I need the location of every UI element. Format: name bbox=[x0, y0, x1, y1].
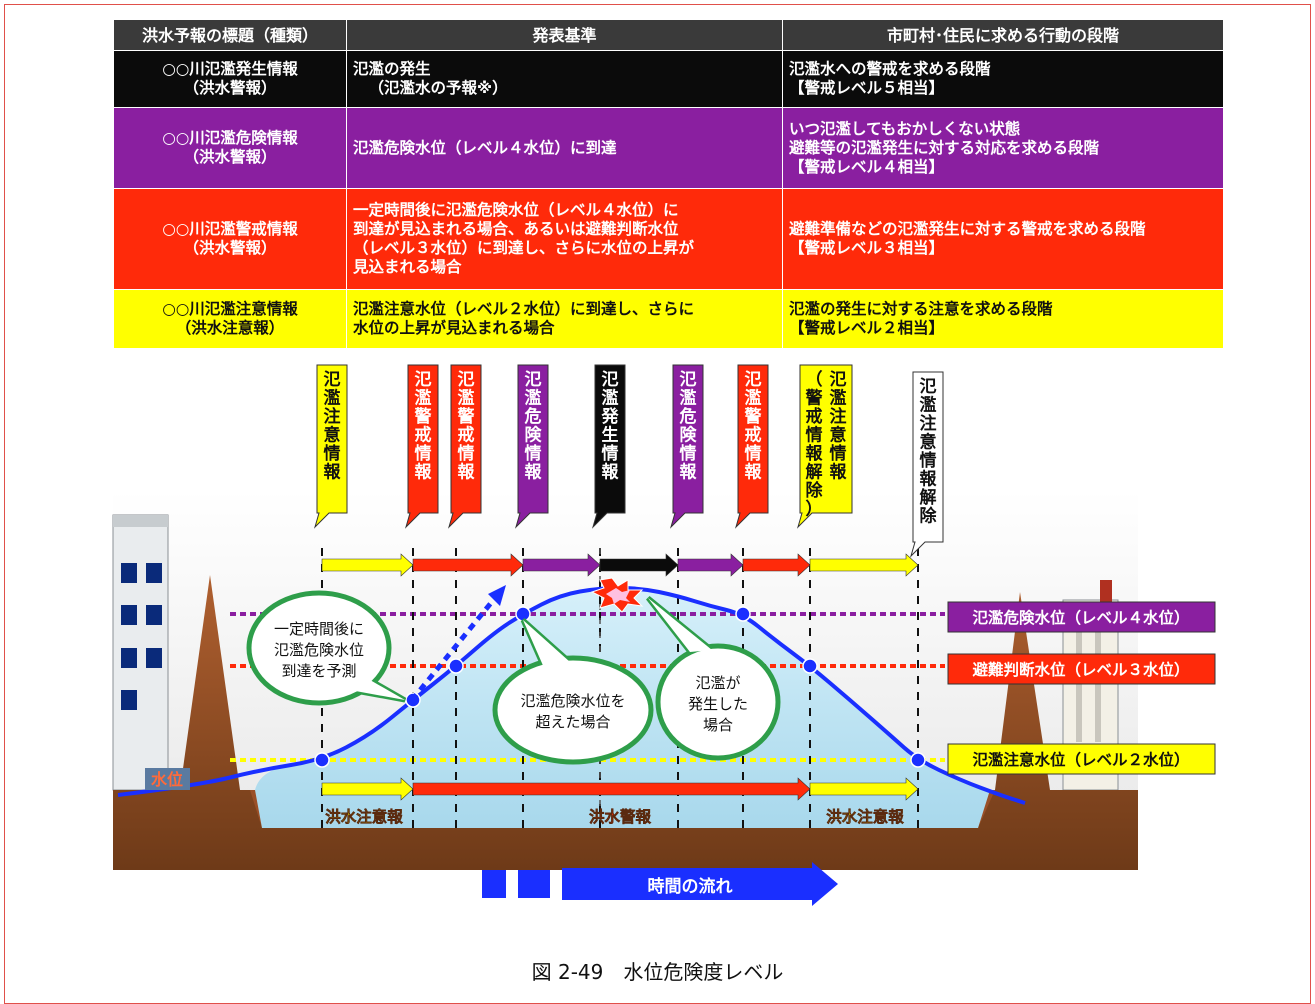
callout-bubble: 一定時間後に氾濫危険水位到達を予測 bbox=[246, 590, 407, 706]
info-banner: 氾濫警戒情報 bbox=[734, 364, 769, 529]
level-label: 氾濫注意水位（レベル２水位） bbox=[947, 743, 1216, 775]
callout-text: 一定時間後に氾濫危険水位到達を予測 bbox=[274, 620, 364, 680]
forecast-arrow bbox=[410, 596, 497, 702]
water-label: 水位 bbox=[151, 770, 183, 789]
banner-text: 氾濫警戒情報 bbox=[744, 370, 763, 483]
row-title: ○○川氾濫発生情報（洪水警報） bbox=[113, 50, 347, 108]
banner-text: 氾濫警戒情報 bbox=[414, 370, 433, 483]
banner-text: 氾濫注意情報解除 bbox=[920, 377, 938, 527]
level-label: 避難判断水位（レベル３水位） bbox=[947, 653, 1216, 685]
phase-arrow bbox=[412, 777, 811, 801]
bottom-forecast-label: 洪水警報 bbox=[589, 807, 652, 826]
banner-text: 氾濫警戒情報 bbox=[457, 370, 476, 483]
header-criteria: 発表基準 bbox=[346, 19, 783, 51]
callout-bubble: 氾濫危険水位を超えた場合 bbox=[492, 618, 654, 765]
banner-text: 氾濫注意情報 bbox=[830, 370, 848, 483]
row-action: 氾濫の発生に対する注意を求める段階【警戒レベル２相当】 bbox=[782, 289, 1224, 349]
banner-text: 氾濫危険情報 bbox=[524, 370, 543, 483]
bottom-forecast-label: 洪水注意報 bbox=[826, 807, 904, 826]
row-criteria: 氾濫の発生（氾濫水の予報※） bbox=[346, 50, 783, 108]
level-point bbox=[448, 658, 464, 674]
banner-text: 氾濫危険情報 bbox=[679, 370, 698, 483]
callout-text: 氾濫が発生した場合 bbox=[688, 674, 748, 734]
level-label-text: 氾濫危険水位（レベル４水位） bbox=[972, 608, 1189, 627]
level-label-text: 氾濫注意水位（レベル２水位） bbox=[972, 750, 1189, 769]
info-banner: 氾濫警戒情報 bbox=[447, 364, 482, 529]
row-criteria: 氾濫注意水位（レベル２水位）に到達し、さらに水位の上昇が見込まれる場合 bbox=[346, 289, 783, 349]
banner-text: 氾濫注意情報 bbox=[324, 370, 342, 483]
banner-text: 氾濫発生情報 bbox=[601, 370, 620, 483]
header-action: 市町村･住民に求める行動の段階 bbox=[782, 19, 1224, 51]
level-point bbox=[910, 752, 926, 768]
row-action: 氾濫水への警戒を求める段階【警戒レベル５相当】 bbox=[782, 50, 1224, 108]
time-flow-label: 時間の流れ bbox=[648, 876, 733, 897]
level-label-text: 避難判断水位（レベル３水位） bbox=[972, 660, 1189, 679]
table-row: ○○川氾濫警戒情報（洪水警報） 一定時間後に氾濫危険水位（レベル４水位）に到達が… bbox=[113, 188, 1224, 290]
info-banner: 氾濫注意情報解除 bbox=[909, 371, 944, 558]
callout-bubble: 氾濫が発生した場合 bbox=[646, 596, 781, 761]
phase-arrow bbox=[742, 553, 811, 577]
criteria-table: 洪水予報の標題（種類） 発表基準 市町村･住民に求める行動の段階 ○○川氾濫発生… bbox=[113, 19, 1224, 349]
table-row: ○○川氾濫注意情報（洪水注意報） 氾濫注意水位（レベル２水位）に到達し、さらに水… bbox=[113, 289, 1224, 349]
figure-caption: 図 2-49 水位危険度レベル bbox=[531, 960, 784, 984]
bottom-forecast-label: 洪水注意報 bbox=[325, 807, 403, 826]
phase-arrow bbox=[321, 777, 414, 801]
water-level-curve bbox=[117, 585, 1026, 805]
phase-arrow bbox=[522, 553, 601, 577]
row-action: 避難準備などの氾濫発生に対する警戒を求める段階【警戒レベル３相当】 bbox=[782, 188, 1224, 290]
phase-arrow bbox=[412, 553, 524, 577]
table-row: ○○川氾濫発生情報（洪水警報） 氾濫の発生（氾濫水の予報※） 氾濫水への警戒を求… bbox=[113, 50, 1224, 108]
phase-arrow bbox=[809, 777, 919, 801]
level-point bbox=[802, 658, 818, 674]
info-banner: 氾濫危険情報 bbox=[514, 364, 549, 529]
banner-text: （警戒情報解除） bbox=[805, 369, 824, 520]
phase-arrow bbox=[677, 553, 744, 577]
building-left bbox=[112, 514, 169, 791]
level-point bbox=[735, 606, 751, 622]
phase-arrow bbox=[599, 553, 679, 577]
callout-text: 氾濫危険水位を超えた場合 bbox=[520, 692, 625, 731]
forecast-arrowhead bbox=[488, 585, 506, 606]
info-banner: （警戒情報解除） 氾濫注意情報 bbox=[796, 364, 853, 529]
level-point bbox=[314, 752, 330, 768]
level-point bbox=[515, 606, 531, 622]
row-title: ○○川氾濫警戒情報（洪水警報） bbox=[113, 188, 347, 290]
phase-arrow bbox=[809, 553, 919, 577]
info-banner: 氾濫発生情報 bbox=[591, 364, 626, 529]
ground bbox=[113, 575, 1138, 870]
row-title: ○○川氾濫注意情報（洪水注意報） bbox=[113, 289, 347, 349]
row-action: いつ氾濫してもおかしくない状態避難等の氾濫発生に対する対応を求める段階【警戒レベ… bbox=[782, 107, 1224, 189]
info-banner: 氾濫危険情報 bbox=[669, 364, 704, 529]
row-criteria: 一定時間後に氾濫危険水位（レベル４水位）に到達が見込まれる場合、あるいは避難判断… bbox=[346, 188, 783, 290]
row-title: ○○川氾濫危険情報（洪水警報） bbox=[113, 107, 347, 189]
phase-arrow bbox=[321, 553, 414, 577]
level-label: 氾濫危険水位（レベル４水位） bbox=[947, 601, 1216, 633]
info-banner: 氾濫注意情報 bbox=[313, 364, 348, 529]
time-flow-arrow: 時間の流れ bbox=[482, 862, 838, 906]
info-banner: 氾濫警戒情報 bbox=[404, 364, 439, 529]
table-row: ○○川氾濫危険情報（洪水警報） 氾濫危険水位（レベル４水位）に到達 いつ氾濫して… bbox=[113, 107, 1224, 189]
water-label-box bbox=[145, 768, 190, 790]
